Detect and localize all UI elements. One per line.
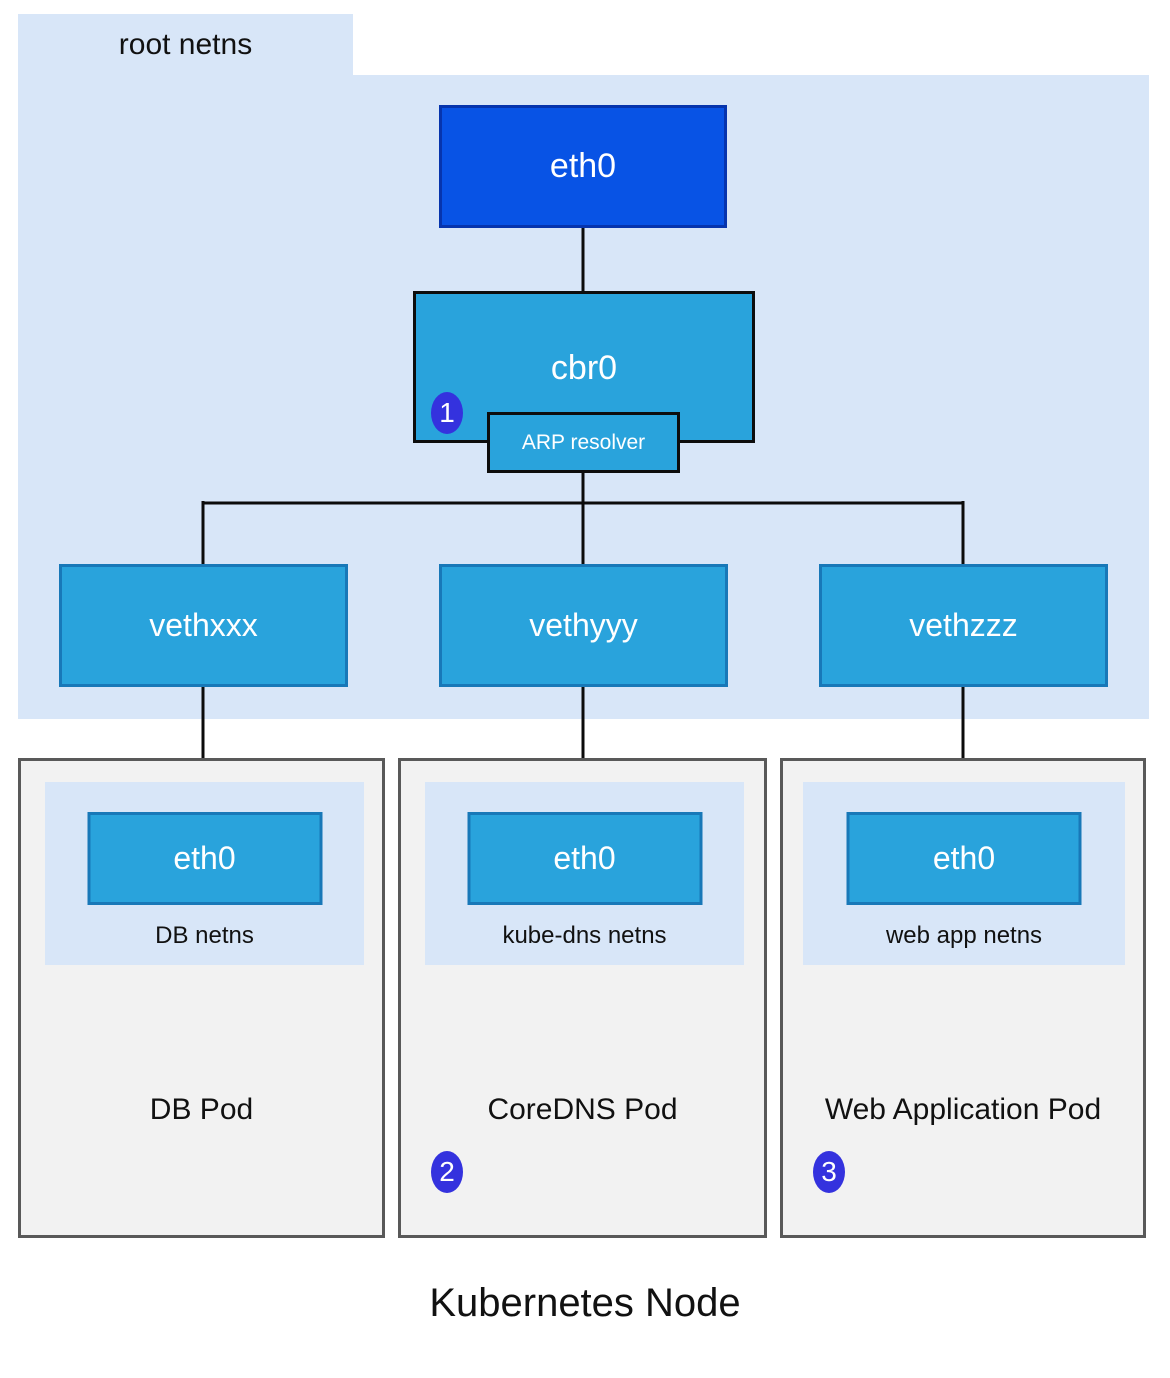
- pod-web-application: eth0 web app netns Web Application Pod 3: [780, 758, 1146, 1238]
- db-pod-label: DB Pod: [149, 1093, 254, 1126]
- coredns-pod-eth0-label: eth0: [553, 840, 616, 876]
- kubernetes-node-title: Kubernetes Node: [429, 1281, 741, 1325]
- pod-db: eth0 DB netns DB Pod: [18, 758, 385, 1238]
- web-pod-eth0-label: eth0: [932, 840, 996, 876]
- db-netns-region: eth0 DB netns: [45, 782, 364, 965]
- vethzzz-label: vethzzz: [909, 607, 1018, 643]
- node-eth0-label: eth0: [549, 147, 617, 185]
- coredns-pod-eth0-box: eth0: [467, 812, 702, 905]
- node-eth0-box: eth0: [439, 105, 727, 228]
- db-pod-eth0-box: eth0: [87, 812, 322, 905]
- root-netns-tab: root netns: [18, 14, 353, 76]
- web-pod-label: Web Application Pod: [824, 1093, 1102, 1126]
- step-badge-3: 3: [813, 1151, 845, 1193]
- arp-resolver-box: ARP resolver: [487, 412, 680, 473]
- kube-dns-netns-region: eth0 kube-dns netns: [425, 782, 744, 965]
- step-badge-2: 2: [431, 1151, 463, 1193]
- web-pod-eth0-box: eth0: [846, 812, 1082, 905]
- pod-coredns: eth0 kube-dns netns CoreDNS Pod 2: [398, 758, 767, 1238]
- vethxxx-box: vethxxx: [59, 564, 348, 687]
- arp-resolver-label: ARP resolver: [521, 430, 646, 454]
- db-pod-eth0-label: eth0: [173, 840, 236, 876]
- kube-dns-netns-label: kube-dns netns: [502, 922, 667, 949]
- vethxxx-label: vethxxx: [149, 607, 258, 643]
- vethyyy-label: vethyyy: [529, 607, 638, 643]
- step-badge-1: 1: [431, 392, 463, 434]
- root-netns-label: root netns: [118, 28, 253, 61]
- web-app-netns-label: web app netns: [885, 922, 1043, 949]
- vethzzz-box: vethzzz: [819, 564, 1108, 687]
- coredns-pod-label: CoreDNS Pod: [487, 1093, 678, 1126]
- vethyyy-box: vethyyy: [439, 564, 728, 687]
- db-netns-label: DB netns: [155, 922, 254, 949]
- cbr0-label: cbr0: [550, 349, 618, 387]
- web-app-netns-region: eth0 web app netns: [803, 782, 1125, 965]
